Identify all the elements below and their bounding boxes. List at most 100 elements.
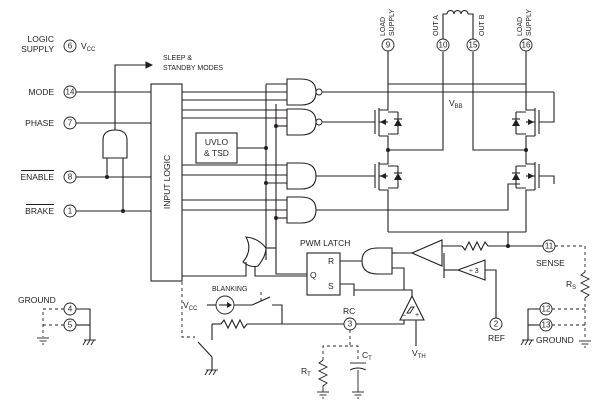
out-b-pin: OUTB 15 <box>466 14 486 52</box>
latch-s-input <box>340 283 355 296</box>
discharge-switch-icon <box>197 341 213 358</box>
input-logic-label: INPUT LOGIC <box>162 155 172 209</box>
junction-gate-b <box>274 124 278 128</box>
pwm-latch-label: PWM LATCH <box>300 238 350 248</box>
timing-capacitor-ct: CT <box>349 350 372 392</box>
or-input-latch <box>254 266 307 277</box>
rt-label: RT <box>301 366 311 378</box>
pin-11-number: 11 <box>545 242 554 251</box>
svg-text:+: + <box>415 312 419 319</box>
brake-pin: BRAKE 1 <box>25 204 77 218</box>
sense-filter-resistor <box>442 240 508 252</box>
ref-wire <box>485 269 497 318</box>
mosfet-low-right <box>512 150 555 232</box>
pin-12-number: 12 <box>542 305 551 314</box>
vcc-label: VCC <box>81 41 96 53</box>
motor-winding <box>442 9 474 39</box>
ground-left-wire-a <box>76 308 91 340</box>
or-to-logic <box>242 262 247 277</box>
uvlo-label-1: UVLO <box>205 137 229 147</box>
pin-15-circle <box>466 38 480 52</box>
rc-label: RC <box>343 306 355 316</box>
blanking-label: BLANKING <box>212 286 247 293</box>
latch-s-label: S <box>328 281 334 291</box>
rc-pin: RC 3 <box>343 306 357 331</box>
out-a-pin: OUTA 10 <box>433 15 450 52</box>
signal-ground-icon-right <box>579 340 591 348</box>
pin-2-number: 2 <box>494 320 499 329</box>
pin-2-circle <box>489 317 503 331</box>
chassis-ground-icon-left <box>82 339 96 346</box>
pin-7-number: 7 <box>68 119 73 128</box>
pin-6-circle <box>63 39 77 53</box>
blanking-block: BLANKING VCC <box>183 286 247 315</box>
mosfet-high-left <box>374 84 402 150</box>
vth-label: VTH <box>412 348 426 360</box>
ref-label: REF <box>488 333 505 343</box>
pin-10-number: 10 <box>439 41 448 50</box>
junction-gate-c <box>264 181 268 185</box>
sense-resistor-rs: RS <box>555 245 591 325</box>
load-supply-a-pin: LOAD SUPPLY 9 <box>380 9 396 70</box>
switch-to-rc <box>272 304 283 324</box>
pin-16-number: 16 <box>522 41 531 50</box>
gate-driver-a-nand <box>286 78 323 106</box>
ground-left-pins: GROUND 4 5 <box>18 295 96 346</box>
mode-label: MODE <box>29 87 55 97</box>
load-supply-a-label-2: SUPPLY <box>389 9 396 36</box>
load-supply-b-label-1: LOAD <box>517 17 524 36</box>
sense-to-pin <box>507 232 543 247</box>
gate-driver-c-and <box>286 162 317 190</box>
ct-label: CT <box>362 350 372 362</box>
motor-coil-icon <box>446 9 469 15</box>
out-b-label: OUTB <box>479 14 486 36</box>
load-supply-rail <box>387 70 527 85</box>
ground-left-dash-a <box>42 308 64 337</box>
signal-ground-icon-rt <box>317 391 329 399</box>
mosfet-high-right <box>512 84 555 150</box>
pin-6-number: 6 <box>68 42 73 51</box>
latch-r-label: R <box>328 256 334 266</box>
pin-14-number: 14 <box>66 88 75 97</box>
signal-ground-icon-ct <box>352 391 364 399</box>
sleep-and-gate <box>102 129 128 159</box>
pwm-latch: PWM LATCH R Q S <box>300 238 350 296</box>
sense-amplifier <box>410 239 443 267</box>
junction-out-b <box>524 148 528 152</box>
rs-label: RS <box>566 279 576 291</box>
pwm-and-gate <box>361 247 405 290</box>
junction-out-a <box>386 148 390 152</box>
out-a-label: OUTA <box>433 15 440 36</box>
sense-pin: 11 SENSE <box>536 239 565 268</box>
logic-supply-pin: LOGIC SUPPLY 6 VCC <box>21 34 96 54</box>
ground-right-dash-b <box>552 324 586 340</box>
rc-comparator: – + <box>399 294 425 321</box>
uvlo-label-2: & TSD <box>204 148 229 158</box>
pin-3-number: 3 <box>348 320 353 329</box>
pin-8-number: 8 <box>68 173 73 182</box>
logic-supply-label-2: SUPPLY <box>21 44 54 54</box>
chassis-ground-icon-discharge <box>204 369 218 376</box>
ground-right-pins: 12 13 GROUND <box>520 302 591 348</box>
rc-series-resistor <box>212 318 344 330</box>
enable-pin: ENABLE 8 <box>20 170 77 184</box>
load-supply-b-label-2: SUPPLY <box>526 9 533 36</box>
vbb-label: VBB <box>449 98 463 110</box>
gate-d-out <box>316 183 520 211</box>
pin-15-number: 15 <box>469 41 478 50</box>
divide-label: ÷ 3 <box>469 268 479 275</box>
hysteresis-icon <box>406 306 415 314</box>
timing-resistor-rt: RT <box>301 359 329 392</box>
sleep-output-wire <box>114 61 154 130</box>
latch-q-to-gates <box>275 232 307 275</box>
load-supply-b-pin: LOAD SUPPLY 16 <box>517 9 533 70</box>
load-supply-a-label-1: LOAD <box>380 17 387 36</box>
ref-pin: 2 REF <box>488 317 505 343</box>
pin-5-number: 5 <box>68 321 73 330</box>
signal-ground-icon-left <box>37 337 49 345</box>
input-logic-block <box>150 83 183 282</box>
ground-right-wire-a <box>527 308 540 340</box>
latch-q-label: Q <box>310 270 317 280</box>
ct-external-dash <box>350 345 359 362</box>
